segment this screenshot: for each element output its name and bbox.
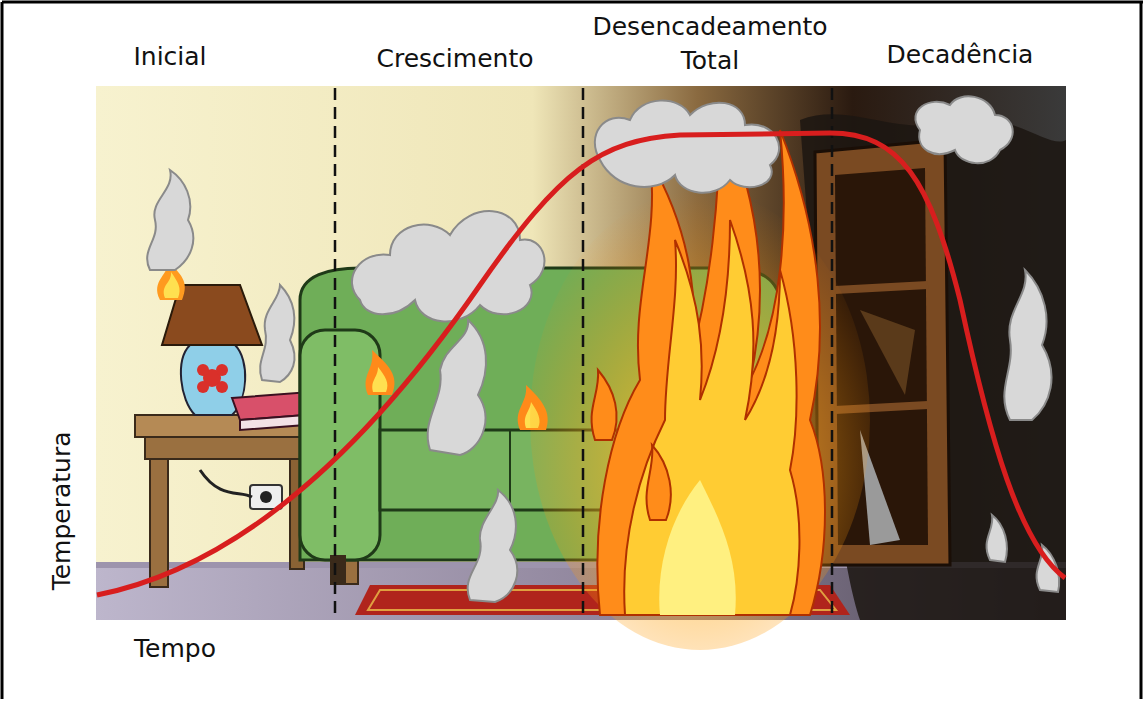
- axis-label: Tempo: [115, 632, 235, 666]
- phase-label: Decadência: [845, 38, 1075, 72]
- phase-label: Crescimento: [335, 42, 575, 76]
- phase-label: Inicial: [100, 40, 240, 74]
- phase-label: Desencadeamento Total: [565, 10, 855, 78]
- axis-label: Temperatura: [45, 391, 79, 631]
